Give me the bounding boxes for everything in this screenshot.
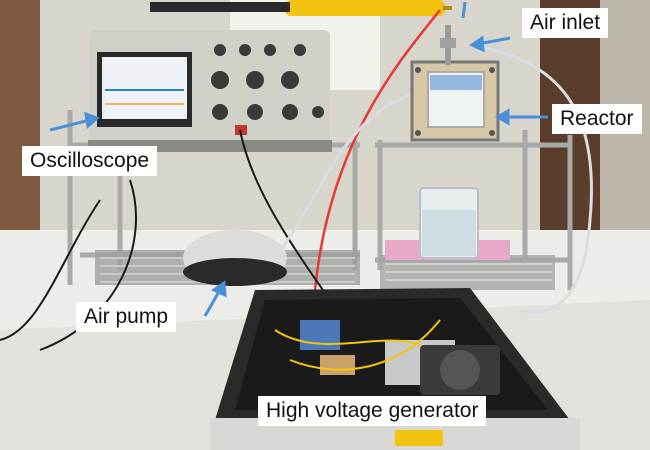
left-wall-dark [0, 0, 40, 230]
beaker [419, 187, 479, 259]
arrow-oscilloscope [49, 118, 91, 132]
air-tube-inlet [469, 43, 593, 314]
annotation-arrows [49, 1, 548, 317]
reactor [410, 25, 500, 142]
label-reactor: Reactor [552, 104, 642, 135]
black-wire-3 [39, 179, 137, 351]
arrow-air-inlet-top [461, 1, 467, 19]
hv-probe [150, 0, 452, 16]
label-high-voltage-generator: High voltage generator [258, 396, 487, 427]
rack-right-grill [385, 263, 552, 281]
oscilloscope-screen [102, 57, 187, 119]
label-oscilloscope: Oscilloscope [22, 146, 158, 177]
black-wire-2 [0, 199, 101, 341]
label-air-pump: Air pump [76, 302, 177, 333]
label-air-inlet: Air inlet [522, 8, 609, 39]
red-wire [313, 9, 441, 291]
high-voltage-generator [210, 288, 580, 450]
oscilloscope [88, 30, 332, 152]
arrow-air-pump [203, 289, 222, 317]
air-pump [183, 230, 287, 286]
air-tube-pump [278, 93, 411, 251]
black-wire-1 [239, 129, 331, 301]
